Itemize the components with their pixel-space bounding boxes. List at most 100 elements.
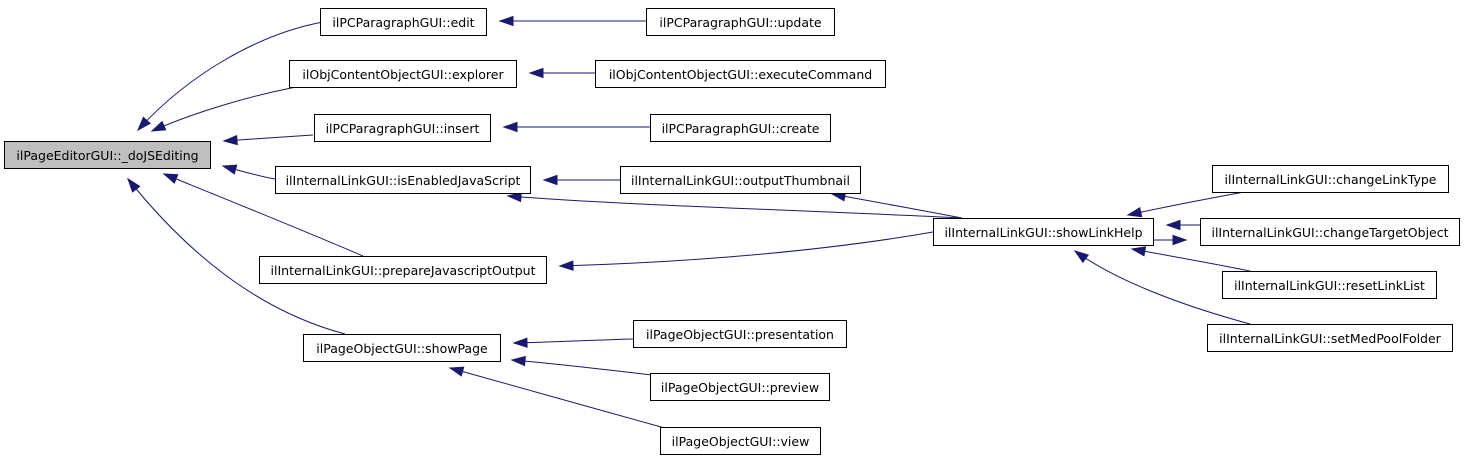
edge-po_pres-to-po_show — [512, 337, 634, 348]
node-label: ilInternalLinkGUI::prepareJavascriptOutp… — [271, 263, 536, 278]
edge-il_chtarget-to-il_help — [1165, 219, 1200, 231]
arrow-head — [150, 120, 167, 132]
node-label: ilInternalLinkGUI::setMedPoolFolder — [1219, 331, 1442, 346]
node-box[interactable] — [1207, 324, 1453, 352]
node-label: ilInternalLinkGUI::changeTargetObject — [1211, 225, 1448, 240]
edge-il_help-to-il_thumb — [830, 191, 963, 219]
node-label: ilPageObjectGUI::presentation — [646, 327, 834, 342]
arrow-head — [1073, 250, 1089, 264]
edge-occ_exec-to-occ_explorer — [528, 67, 595, 79]
node-label: ilPageObjectGUI::view — [672, 434, 810, 449]
edge-line — [1127, 190, 1251, 216]
edge-line — [831, 193, 963, 219]
edge-line — [1074, 250, 1251, 325]
edge-line — [511, 359, 661, 377]
edge-line — [559, 231, 934, 267]
node-il-reset[interactable]: ilInternalLinkGUI::resetLinkList — [1222, 271, 1437, 299]
node-label: ilPageObjectGUI::showPage — [316, 341, 488, 356]
node-box[interactable] — [1200, 218, 1460, 246]
edge-line — [151, 86, 297, 132]
edge-pcp_insert-to-root — [222, 134, 314, 146]
node-label: ilPCParagraphGUI::edit — [332, 15, 474, 30]
node-box[interactable] — [4, 141, 211, 169]
node-box[interactable] — [303, 334, 501, 362]
edge-po_show-to-root — [127, 177, 346, 335]
edge-il_prep-to-root — [162, 173, 364, 257]
node-il-chtarget[interactable]: ilInternalLinkGUI::changeTargetObject — [1200, 218, 1460, 246]
edge-pcp_edit-to-root — [136, 21, 324, 132]
edge-po_view-to-po_show — [448, 366, 673, 431]
node-occ-explorer[interactable]: ilObjContentObjectGUI::explorer — [289, 60, 517, 88]
node-po-show[interactable]: ilPageObjectGUI::showPage — [303, 334, 501, 362]
node-il-help[interactable]: ilInternalLinkGUI::showLinkHelp — [933, 218, 1154, 246]
node-po-view[interactable]: ilPageObjectGUI::view — [660, 427, 821, 455]
node-pcp-edit[interactable]: ilPCParagraphGUI::edit — [320, 8, 487, 36]
arrow-head — [502, 121, 518, 133]
node-box[interactable] — [289, 60, 517, 88]
arrow-head — [528, 67, 544, 79]
edge-il_chtype-to-il_help — [1126, 190, 1251, 218]
node-box[interactable] — [320, 8, 487, 36]
edge-line — [127, 178, 346, 335]
node-po-pres[interactable]: ilPageObjectGUI::presentation — [633, 320, 847, 348]
node-box[interactable] — [1222, 271, 1437, 299]
arrow-head — [506, 191, 522, 203]
edge-line — [449, 367, 673, 431]
arrow-head — [127, 177, 141, 193]
edges-layer — [127, 15, 1251, 431]
node-box[interactable] — [1212, 165, 1449, 193]
edge-line — [507, 195, 963, 219]
node-box[interactable] — [650, 373, 830, 401]
arrow-head — [1126, 207, 1143, 218]
arrow-head — [510, 355, 526, 367]
arrow-head — [498, 15, 514, 27]
node-root[interactable]: ilPageEditorGUI::_doJSEditing — [4, 141, 211, 169]
node-label: ilInternalLinkGUI::showLinkHelp — [944, 225, 1142, 240]
edge-il_thumb-to-il_isjs — [542, 174, 620, 186]
node-il-prep[interactable]: ilInternalLinkGUI::prepareJavascriptOutp… — [259, 256, 547, 284]
node-box[interactable] — [633, 320, 847, 348]
node-box[interactable] — [660, 427, 821, 455]
node-label: ilPCParagraphGUI::update — [659, 15, 822, 30]
edge-line — [163, 173, 364, 257]
node-po-preview[interactable]: ilPageObjectGUI::preview — [650, 373, 830, 401]
edge-pcp_update-to-pcp_edit — [498, 15, 646, 27]
edge-il_help-to-il_prep — [558, 231, 934, 271]
edge-occ_explorer-to-root — [150, 86, 297, 132]
node-label: ilObjContentObjectGUI::executeCommand — [609, 67, 872, 82]
node-box[interactable] — [595, 60, 886, 88]
node-il-isjs[interactable]: ilInternalLinkGUI::isEnabledJavaScript — [275, 166, 531, 194]
node-pcp-insert[interactable]: ilPCParagraphGUI::insert — [314, 114, 491, 142]
edge-il_isjs-to-root — [221, 164, 276, 180]
arrow-head — [1165, 219, 1181, 231]
node-il-medpool[interactable]: ilInternalLinkGUI::setMedPoolFolder — [1207, 324, 1453, 352]
node-pcp-create[interactable]: ilPCParagraphGUI::create — [650, 114, 831, 142]
arrow-head — [1130, 246, 1147, 257]
node-il-chtype[interactable]: ilInternalLinkGUI::changeLinkType — [1212, 165, 1449, 193]
node-label: ilObjContentObjectGUI::explorer — [302, 67, 504, 82]
edge-line — [513, 338, 634, 344]
edge-line — [1131, 248, 1251, 272]
node-il-thumb[interactable]: ilInternalLinkGUI::outputThumbnail — [620, 166, 861, 194]
node-box[interactable] — [259, 256, 547, 284]
node-label: ilInternalLinkGUI::isEnabledJavaScript — [286, 173, 521, 188]
arrow-head — [542, 174, 558, 186]
nodes-layer: ilPageEditorGUI::_doJSEditing ilPCParagra… — [4, 8, 1460, 455]
node-box[interactable] — [933, 218, 1154, 246]
arrow-head — [222, 134, 238, 146]
node-box[interactable] — [275, 166, 531, 194]
node-box[interactable] — [620, 166, 861, 194]
node-box[interactable] — [650, 114, 831, 142]
edge-il_medpool-to-il_help — [1073, 250, 1251, 325]
node-box[interactable] — [314, 114, 491, 142]
arrow-head — [1172, 234, 1188, 246]
edge-line — [137, 21, 324, 131]
node-occ-exec[interactable]: ilObjContentObjectGUI::executeCommand — [595, 60, 886, 88]
node-box[interactable] — [646, 8, 835, 36]
node-label: ilPCParagraphGUI::insert — [326, 121, 480, 136]
arrow-head — [162, 173, 179, 184]
arrow-head — [136, 116, 151, 132]
node-pcp-update[interactable]: ilPCParagraphGUI::update — [646, 8, 835, 36]
node-label: ilPCParagraphGUI::create — [662, 121, 820, 136]
